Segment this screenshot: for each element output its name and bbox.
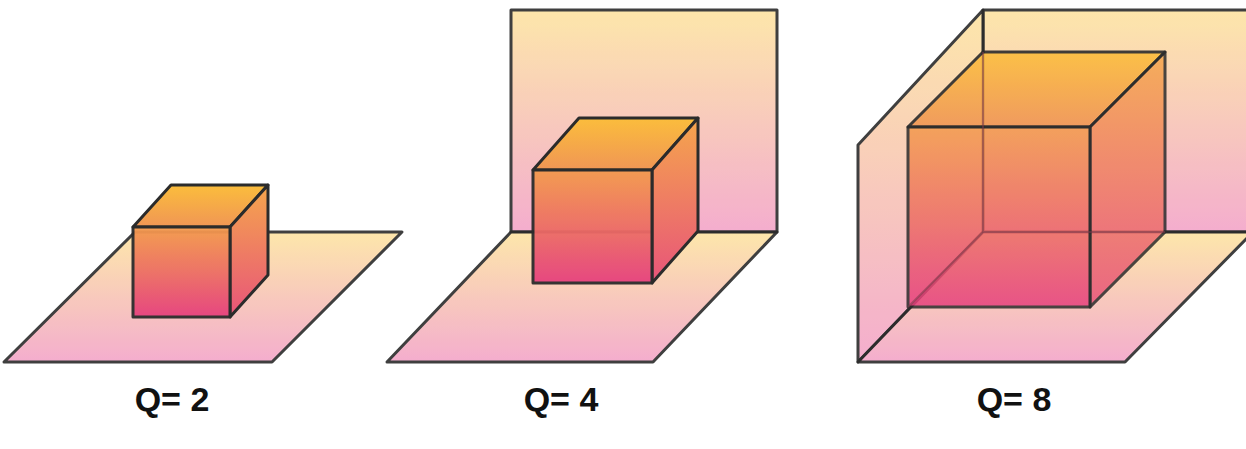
- cube-front: [133, 227, 230, 317]
- large-cube: [908, 52, 1165, 307]
- cube-front: [533, 170, 652, 283]
- q-value-label: Q= 2: [135, 382, 210, 416]
- cube-side: [230, 185, 268, 317]
- q-value-label: Q= 8: [977, 382, 1052, 416]
- cube-side: [652, 118, 698, 283]
- q-value-label: Q= 4: [524, 382, 599, 416]
